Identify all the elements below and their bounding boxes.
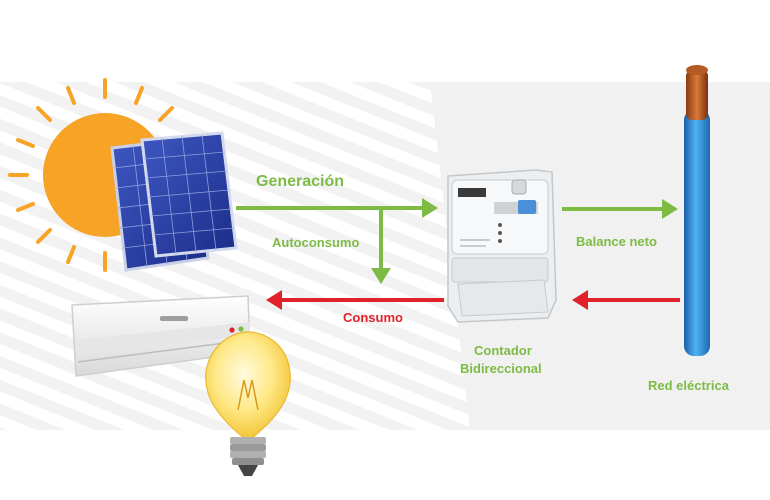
- net-balance-arrow: [562, 199, 678, 219]
- self-consumption-arrow: [371, 208, 391, 284]
- meter-label-line1: Contador: [474, 343, 532, 358]
- generation-arrow: [236, 198, 438, 218]
- solar-panel-icon: [110, 131, 238, 272]
- consumption-arrow: [266, 290, 444, 310]
- grid-import-arrow: [572, 290, 680, 310]
- self-consumption-label: Autoconsumo: [272, 235, 360, 250]
- consumption-label: Consumo: [343, 310, 403, 325]
- bidirectional-meter-icon: [447, 169, 557, 323]
- grid-label: Red eléctrica: [648, 378, 729, 393]
- light-bulb-icon: [205, 331, 291, 476]
- grid-cable-icon: [684, 65, 710, 356]
- net-balance-label: Balance neto: [576, 234, 657, 249]
- generation-label: Generación: [256, 173, 345, 190]
- meter-label-line2: Bidireccional: [460, 361, 542, 376]
